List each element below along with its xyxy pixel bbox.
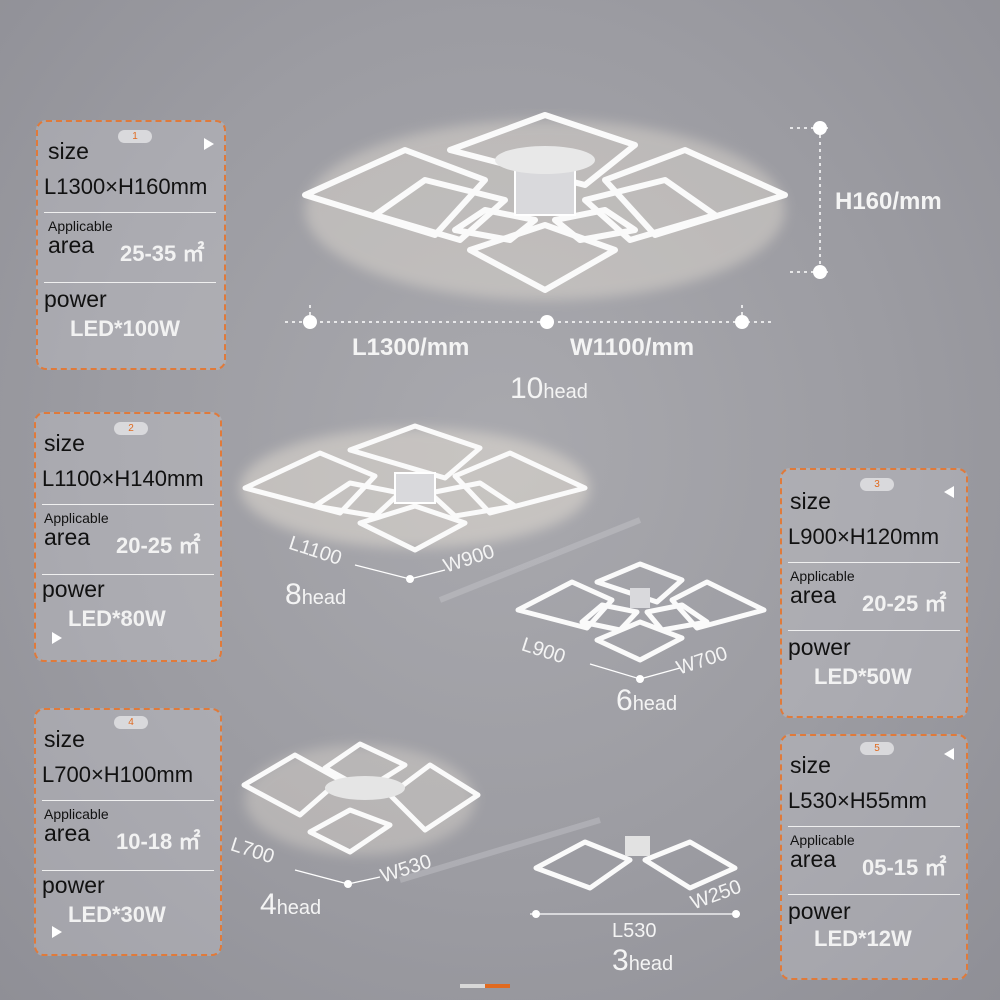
triangle-right-icon[interactable] — [204, 138, 214, 150]
length-dimension: L530 — [612, 920, 657, 942]
size-value: L1100×H140mm — [42, 466, 204, 491]
size-label: size — [44, 430, 85, 456]
divider — [42, 800, 214, 801]
head-count: 6 — [616, 684, 633, 717]
head-count: 10 — [510, 372, 544, 405]
size-label: size — [48, 138, 89, 164]
spec-card-4: 4 size L700×H100mm Applicable area 10-18… — [34, 708, 222, 956]
head-unit: head — [632, 693, 678, 715]
size-label: size — [44, 726, 85, 752]
head-count-label: 8head — [285, 578, 346, 612]
head-count: 3 — [612, 944, 629, 977]
power-label: power — [42, 576, 105, 602]
head-count-label: 10head — [510, 372, 588, 406]
spec-card-1: 1 size L1300×H160mm Applicable area 25-3… — [36, 120, 226, 370]
head-unit: head — [543, 381, 588, 403]
card-badge: 1 — [118, 130, 152, 143]
divider — [788, 826, 960, 827]
area-label: area — [44, 524, 91, 550]
area-value: 10-18 ㎡ — [116, 829, 201, 854]
divider — [42, 504, 214, 505]
area-value: 20-25 ㎡ — [116, 533, 201, 558]
lamp-3-head-image — [533, 836, 738, 891]
divider — [788, 894, 960, 895]
divider — [42, 574, 214, 575]
power-label: power — [44, 286, 107, 312]
head-unit: head — [276, 897, 322, 919]
card-badge: 2 — [114, 422, 148, 435]
power-value: LED*80W — [68, 606, 166, 631]
size-label: size — [790, 488, 831, 514]
length-dimension: L1300/mm — [352, 334, 470, 361]
card-badge: 3 — [860, 478, 894, 491]
area-label: area — [790, 582, 837, 608]
card-badge: 4 — [114, 716, 148, 729]
power-label: power — [788, 634, 851, 660]
lamp-4-head-image — [241, 741, 481, 855]
area-label: area — [790, 846, 837, 872]
size-value: L700×H100mm — [42, 762, 194, 787]
power-label: power — [42, 872, 105, 898]
head-count: 8 — [285, 578, 302, 611]
triangle-left-icon[interactable] — [944, 486, 954, 498]
head-unit: head — [628, 953, 674, 975]
head-unit: head — [301, 587, 347, 609]
lamp-8-head-image — [240, 423, 590, 553]
area-value: 25-35 ㎡ — [120, 241, 205, 266]
size-value: L530×H55mm — [788, 788, 927, 813]
divider — [42, 870, 214, 871]
area-label: area — [48, 232, 95, 258]
spec-card-3: 3 size L900×H120mm Applicable area 20-25… — [780, 468, 968, 718]
page-indicator-fill — [485, 984, 510, 988]
power-value: LED*30W — [68, 902, 166, 927]
size-value: L1300×H160mm — [44, 174, 208, 199]
power-value: LED*50W — [814, 664, 912, 689]
width-dimension: W1100/mm — [570, 334, 695, 361]
power-value: LED*12W — [814, 926, 912, 951]
applicable-label: Applicable — [790, 832, 855, 848]
card-badge: 5 — [860, 742, 894, 755]
triangle-right-icon[interactable] — [52, 926, 62, 938]
power-label: power — [788, 898, 851, 924]
triangle-left-icon[interactable] — [944, 748, 954, 760]
applicable-label: Applicable — [790, 568, 855, 584]
power-value: LED*100W — [70, 316, 181, 341]
applicable-label: Applicable — [44, 806, 109, 822]
head-count: 4 — [260, 888, 277, 921]
head-count-label: 4head — [260, 888, 321, 922]
head-count-label: 6head — [616, 684, 677, 718]
spec-card-5: 5 size L530×H55mm Applicable area 05-15 … — [780, 734, 968, 980]
page-indicator — [460, 984, 510, 988]
area-value: 20-25 ㎡ — [862, 591, 947, 616]
applicable-label: Applicable — [44, 510, 109, 526]
applicable-label: Applicable — [48, 218, 113, 234]
head-count-label: 3head — [612, 944, 673, 978]
lamp-6-head-image — [515, 561, 767, 663]
divider — [788, 630, 960, 631]
divider — [44, 282, 216, 283]
height-dimension: H160/mm — [835, 188, 942, 215]
spec-card-2: 2 size L1100×H140mm Applicable area 20-2… — [34, 412, 222, 662]
size-label: size — [790, 752, 831, 778]
divider — [44, 212, 216, 213]
area-value: 05-15 ㎡ — [862, 855, 947, 880]
divider — [788, 562, 960, 563]
triangle-right-icon[interactable] — [52, 632, 62, 644]
size-value: L900×H120mm — [788, 524, 940, 549]
lamp-10-head-image — [302, 112, 788, 300]
area-label: area — [44, 820, 91, 846]
